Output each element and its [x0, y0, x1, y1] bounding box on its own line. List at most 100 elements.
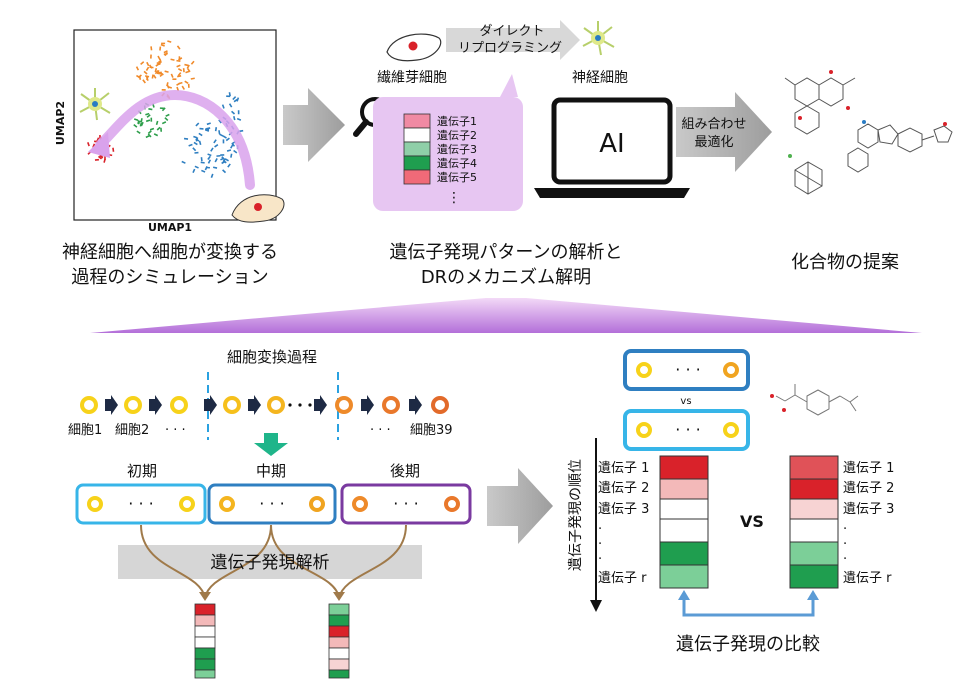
umap-point [226, 149, 232, 152]
umap-point [161, 121, 167, 125]
umap-point [218, 119, 222, 124]
umap-point [164, 70, 169, 73]
cell-gap-dot [308, 403, 312, 407]
gene-list-colors [403, 113, 431, 185]
result-bar-1 [194, 603, 216, 679]
umap-point [210, 147, 214, 152]
umap-point [214, 158, 218, 163]
rank-gene-label: 遺伝子 2 [843, 481, 894, 496]
fibroblast-label: 繊維芽細胞 [377, 70, 447, 86]
rank-axis-label: 遺伝子発現の順位 [568, 459, 584, 571]
umap-point [143, 70, 148, 75]
umap-point [194, 165, 199, 169]
rank-gene-label: · [843, 522, 847, 537]
vs-big: VS [740, 512, 764, 531]
umap-point [207, 153, 212, 157]
rank-axis-arrowhead [590, 600, 602, 612]
compare-group-bottom [623, 409, 750, 451]
umap-point [165, 113, 170, 117]
umap-point [170, 58, 175, 61]
umap-point [204, 129, 210, 132]
phase-group-mid [207, 483, 337, 525]
gene-list-item-2: 遺伝子2 [437, 128, 477, 142]
optimize-arrow [676, 92, 772, 172]
rank-gene-label: · [598, 552, 602, 567]
umap-point [140, 61, 145, 65]
umap-point [212, 166, 218, 169]
umap-point [230, 144, 234, 149]
umap-point [192, 147, 197, 152]
cell-circle [223, 396, 241, 414]
umap-point [166, 82, 169, 87]
umap-point [146, 76, 149, 81]
cell-end-dots: · · · [370, 423, 391, 438]
umap-point [161, 107, 166, 112]
result-bar-2 [328, 603, 350, 679]
umap-point [224, 158, 229, 162]
umap-point [230, 153, 233, 158]
analysis-connectors [140, 524, 407, 601]
cell-step-arrow [409, 395, 422, 415]
umap-point [190, 60, 195, 65]
cell-second-label: 細胞2 [115, 423, 149, 438]
cell-circle [382, 396, 400, 414]
umap-point [236, 97, 240, 102]
umap-point [147, 130, 152, 135]
umap-point [156, 126, 161, 131]
reprogramming-text-1: ダイレクト [479, 24, 544, 39]
compare-caption: 遺伝子発現の比較 [676, 634, 820, 655]
umap-point [198, 140, 202, 146]
analysis-label: 遺伝子発現解析 [211, 553, 330, 573]
umap-point [181, 160, 186, 164]
umap-point [178, 57, 183, 61]
neuron-small-icon [582, 21, 615, 56]
umap-point [176, 82, 181, 86]
comparison-arrowhead-right [807, 590, 819, 600]
vs-small: vs [680, 396, 691, 407]
cell-start-label: 細胞1 [68, 423, 102, 438]
cell-step-arrow [248, 395, 261, 415]
rank-gene-label: 遺伝子 3 [843, 502, 894, 517]
caption-left-line1: 神経細胞へ細胞が変換する [62, 242, 278, 263]
umap-point [222, 135, 227, 139]
phase-label-mid: 中期 [256, 462, 286, 480]
analysis-band [118, 545, 422, 579]
umap-point [213, 139, 217, 144]
umap-point [177, 72, 182, 77]
umap-point [193, 135, 198, 139]
umap-point [149, 66, 154, 69]
umap-point [144, 75, 150, 78]
rank-gene-label: · [843, 537, 847, 552]
umap-point [150, 46, 153, 51]
rank-gene-label: 遺伝子 1 [598, 461, 649, 476]
umap-point [184, 80, 189, 85]
umap-point [185, 70, 190, 74]
umap-point [214, 144, 219, 148]
rank-gene-label: 遺伝子 r [598, 571, 647, 586]
caption-middle-line1: 遺伝子発現パターンの解析と [389, 242, 622, 263]
umap-point [236, 117, 242, 121]
comparison-bracket [682, 596, 815, 617]
umap-point [154, 67, 158, 73]
umap-point [146, 61, 150, 67]
down-arrow [254, 433, 288, 456]
cell-circle [335, 396, 353, 414]
cell-step-arrow [204, 395, 217, 415]
rank-bar-left [659, 455, 709, 589]
zoom-fan [90, 298, 922, 333]
optimize-text-1: 組み合わせ [681, 117, 746, 132]
cell-sequence [80, 395, 449, 415]
umap-ylabel: UMAP2 [54, 101, 67, 145]
umap-point [222, 159, 227, 164]
rank-gene-label: 遺伝子 1 [843, 461, 894, 476]
compare-bottom-dots: · · · [675, 420, 700, 439]
umap-point [145, 112, 150, 116]
umap-point [181, 85, 186, 90]
umap-point [167, 40, 172, 43]
flow-arrow-2 [487, 468, 553, 544]
cell-step-arrow [314, 395, 327, 415]
umap-point [184, 63, 189, 67]
rank-gene-label: · [843, 552, 847, 567]
umap-point [188, 143, 193, 147]
